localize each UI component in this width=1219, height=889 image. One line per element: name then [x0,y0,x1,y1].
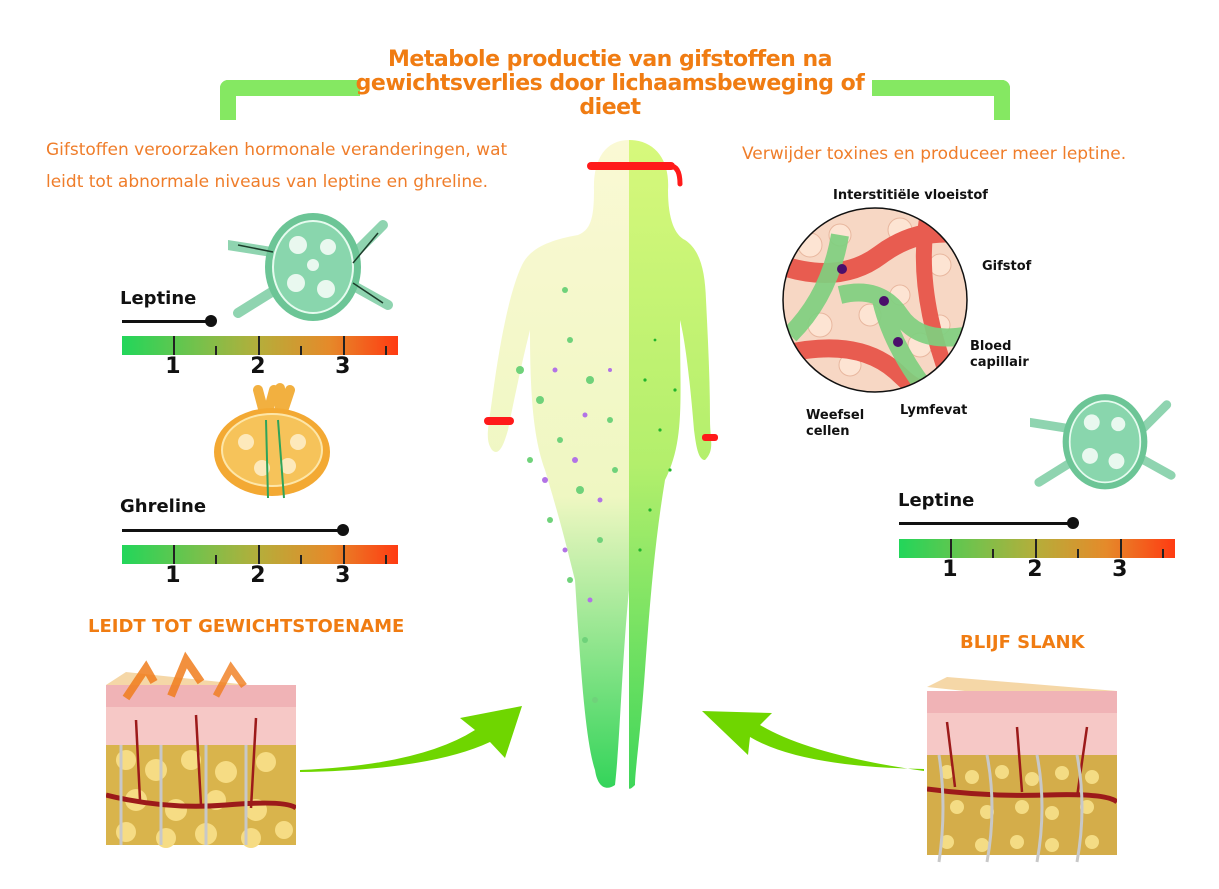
tick-label: 2 [250,354,266,379]
lymph-node-icon [228,213,393,321]
label-lymph-vessel: Lymfevat [900,403,968,418]
label-blood-line2: capillair [970,355,1029,370]
head-band [587,162,675,170]
tick-label: 1 [165,563,181,588]
minor-tick [385,346,388,355]
left-leptine-level-indicator [122,314,398,328]
level-line [899,522,1074,525]
page-title: Metabole productie van gifstoffen na gew… [355,47,865,120]
skin-fat-cube-slim-icon [927,677,1117,863]
right-outcome-heading: BLIJF SLANK [960,632,1085,653]
toxin-particles [516,287,618,703]
minor-tick [1162,549,1165,558]
body-silhouette-illustration [484,140,718,789]
lymph-capillary-diagram [782,207,968,393]
minor-tick [215,346,218,355]
arrow-right-to-body-icon [702,711,924,771]
minor-tick [300,346,303,355]
bracket-left-vertical [220,80,236,120]
major-tick [1034,539,1037,558]
ghreline-scale-bar: 1 2 3 [122,545,398,588]
label-tissue-cells: Weefsel cellen [806,408,864,440]
major-tick [257,336,260,355]
bracket-right-horizontal [872,80,1010,96]
tick-label: 3 [1112,557,1128,582]
ghreline-level-indicator [122,523,398,537]
major-tick [257,545,260,564]
left-leptine-scale-bar: 1 2 3 [122,336,398,379]
right-wrist-band [702,434,718,441]
tick-label: 1 [165,354,181,379]
major-tick [949,539,952,558]
bracket-left-horizontal [220,80,360,96]
major-tick [342,545,345,564]
label-interstitial-fluid: Interstitiële vloeistof [833,188,988,203]
tick-label: 3 [335,354,351,379]
tick-label: 3 [335,563,351,588]
major-tick [172,545,175,564]
right-leptine-level-indicator [899,516,1175,530]
label-tissue-line1: Weefsel [806,408,865,423]
minor-tick [1077,549,1080,558]
level-line [122,529,343,532]
tick-label: 1 [942,557,958,582]
label-blood-line1: Bloed [970,339,1012,354]
ghrelin-gland-icon [214,383,330,499]
left-intro-line2: leidt tot abnormale niveaus van leptine … [46,172,489,192]
tick-label: 2 [1027,557,1043,582]
label-toxin: Gifstof [982,259,1032,274]
skin-fat-cube-weight-gain-icon [106,651,296,848]
left-leptine-label: Leptine [120,288,197,309]
lymph-node-right-icon [1030,394,1176,490]
left-wrist-band [484,417,514,425]
level-dot [1067,517,1080,529]
minor-tick [300,555,303,564]
major-tick [172,336,175,355]
level-dot [336,524,349,536]
left-outcome-heading: LEIDT TOT GEWICHTSTOENAME [88,616,405,637]
bracket-right-vertical [994,80,1010,120]
minor-tick [215,555,218,564]
level-dot [205,315,218,327]
right-intro: Verwijder toxines en produceer meer lept… [742,144,1127,164]
major-tick [342,336,345,355]
level-line [122,320,212,323]
tick-label: 2 [250,563,266,588]
left-intro-line1: Gifstoffen veroorzaken hormonale verande… [46,140,508,160]
arrow-left-to-body-icon [300,706,522,772]
label-tissue-line2: cellen [806,424,850,439]
right-leptine-label: Leptine [898,490,975,511]
ghreline-label: Ghreline [120,496,207,517]
label-blood-capillary: Bloed capillair [970,339,1029,371]
minor-tick [385,555,388,564]
major-tick [1119,539,1122,558]
right-leptine-scale-bar: 1 2 3 [899,539,1175,582]
left-intro: Gifstoffen veroorzaken hormonale verande… [46,134,526,198]
minor-tick [992,549,995,558]
